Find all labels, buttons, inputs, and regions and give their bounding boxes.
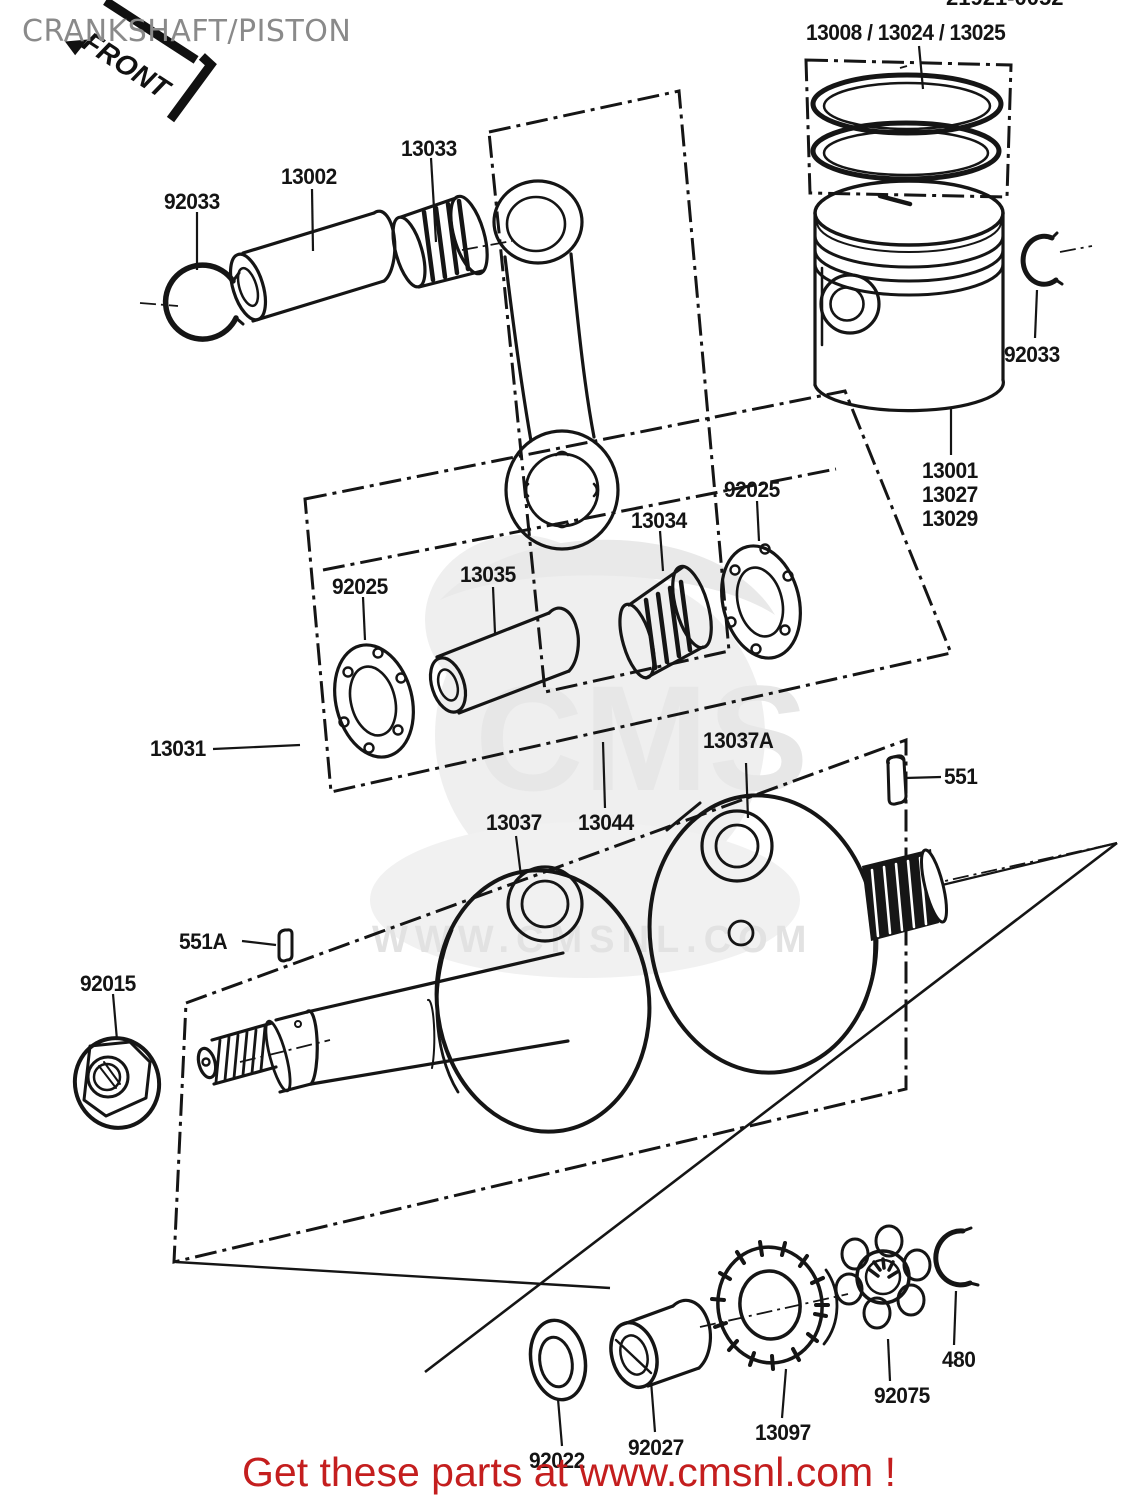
label-92033-left: 92033 xyxy=(164,189,220,214)
cmsnl-promo-link[interactable]: Get these parts at www.cmsnl.com ! xyxy=(242,1449,896,1495)
label-13097: 13097 xyxy=(755,1420,811,1445)
label-551: 551 xyxy=(944,764,978,789)
label-13035: 13035 xyxy=(460,562,516,587)
label-92022: 92022 xyxy=(529,1448,585,1473)
label-13037: 13037 xyxy=(486,810,542,835)
damper-92075 xyxy=(834,1224,932,1330)
label-92025-left: 92025 xyxy=(332,574,388,599)
label-13034: 13034 xyxy=(631,508,687,533)
piston-rings xyxy=(810,72,1004,182)
piston xyxy=(813,179,1005,413)
top-right-code-clipped: 21921-0052 xyxy=(946,0,1116,9)
watermark-url-text: WWW.CMSNL.COM xyxy=(372,919,813,961)
connecting-rod xyxy=(492,179,620,551)
crankshaft-box xyxy=(172,737,908,1264)
leader-lines xyxy=(111,45,1118,1447)
piston-rings-box xyxy=(804,58,1013,199)
crank-pin-13035 xyxy=(428,606,580,715)
needle-bearing-13034 xyxy=(618,564,713,680)
splined-shaft-end xyxy=(862,848,949,941)
label-13031: 13031 xyxy=(150,736,206,761)
watermark: CMS WWW.CMSNL.COM xyxy=(370,535,813,978)
crankshaft-threaded-end xyxy=(196,951,570,1094)
washer-92022 xyxy=(528,1318,588,1402)
thrust-washer-92025-left xyxy=(333,643,415,759)
crankpin-parts-box xyxy=(303,389,954,794)
label-13008-13024-13025: 13008 / 13024 / 13025 xyxy=(806,20,1006,45)
label-13044: 13044 xyxy=(578,810,634,835)
pin-551 xyxy=(886,754,908,806)
label-92015: 92015 xyxy=(80,971,136,996)
label-13027: 13027 xyxy=(922,482,978,507)
piston-pin-13002 xyxy=(228,209,397,323)
flywheel-13037 xyxy=(434,865,652,1134)
circlip-480 xyxy=(933,1226,980,1288)
bushing-92027 xyxy=(609,1298,712,1390)
primary-gear-13097 xyxy=(710,1240,839,1371)
label-551a: 551A xyxy=(179,929,228,954)
page-title: CRANKSHAFT/PISTON xyxy=(22,14,352,49)
circlip-92033-right xyxy=(1020,231,1064,287)
label-92027: 92027 xyxy=(628,1435,684,1460)
label-13001: 13001 xyxy=(922,458,978,483)
thrust-washer-92025-right xyxy=(720,543,802,660)
flange-nut-92015 xyxy=(72,1036,162,1130)
assembly-boxes xyxy=(172,58,1013,1264)
label-13033: 13033 xyxy=(401,136,457,161)
label-13037a: 13037A xyxy=(703,728,774,753)
label-13029: 13029 xyxy=(922,506,978,531)
pin-551a xyxy=(277,928,294,963)
needle-bearing-13033 xyxy=(391,194,489,289)
crankpin-inner-line xyxy=(322,467,837,572)
label-92025-right: 92025 xyxy=(724,477,780,502)
label-13002: 13002 xyxy=(281,164,337,189)
label-480: 480 xyxy=(942,1347,976,1372)
label-92033-right: 92033 xyxy=(1004,342,1060,367)
label-92075: 92075 xyxy=(874,1383,930,1408)
connecting-rod-box xyxy=(487,89,731,694)
